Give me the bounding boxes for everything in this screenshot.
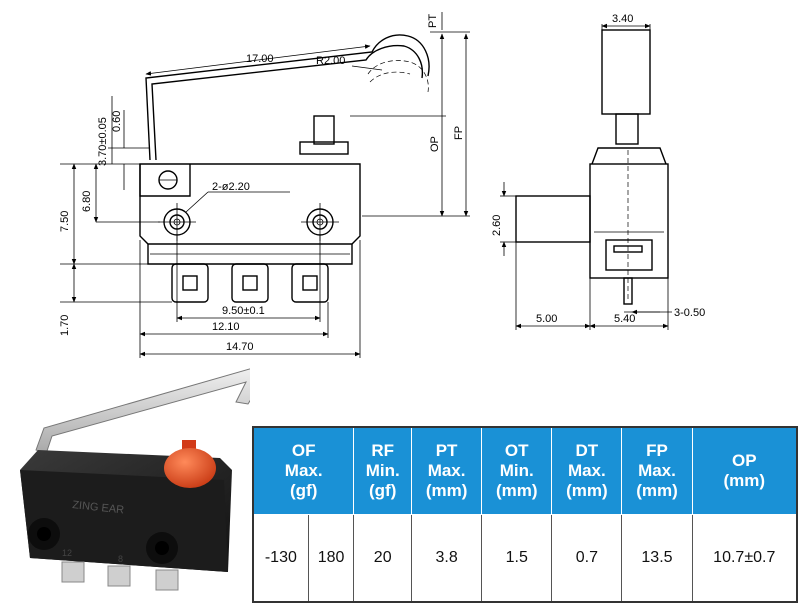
technical-drawing: 17.00 R2.00 PT OP FP 7.50 6.80 3.70±0.05… xyxy=(59,12,705,358)
dim-fp: FP xyxy=(453,126,465,140)
cell-op: 10.7±0.7 xyxy=(691,514,798,603)
dim-12-10: 12.10 xyxy=(212,321,240,333)
cell-of-a: -130 xyxy=(252,514,309,603)
lever-photo xyxy=(35,368,250,455)
dim-1-70: 1.70 xyxy=(59,315,71,336)
lever-end xyxy=(601,29,651,115)
product-photo: ZING EAR 12 8 xyxy=(20,368,250,591)
side-view: 17.00 R2.00 PT OP FP 7.50 6.80 3.70±0.05… xyxy=(59,12,470,358)
dim-3-0-50: 3-0.50 xyxy=(674,307,705,319)
dim-3-70: 3.70±0.05 xyxy=(97,117,109,166)
lever-arm xyxy=(145,34,430,161)
cell-ot: 1.5 xyxy=(481,514,553,603)
cell-rf: 20 xyxy=(353,514,413,603)
dim-6-80: 6.80 xyxy=(81,191,93,212)
dim-pt: PT xyxy=(427,14,439,28)
mounting-hole-right xyxy=(301,203,339,241)
actuator-photo xyxy=(164,448,216,488)
brand-mark: ZING EAR xyxy=(72,499,125,516)
cell-fp: 13.5 xyxy=(621,514,693,603)
dim-lever-radius: R2.00 xyxy=(316,55,345,67)
side-terminal xyxy=(515,195,591,243)
cell-of-b: 180 xyxy=(307,514,355,603)
svg-text:12: 12 xyxy=(62,548,72,558)
dim-holes: 2-ø2.20 xyxy=(212,181,250,193)
cell-dt: 0.7 xyxy=(551,514,623,603)
dim-5-40: 5.40 xyxy=(614,313,635,325)
end-view: 3.40 2.60 5.00 5.40 3-0.50 xyxy=(491,13,705,330)
svg-text:8: 8 xyxy=(118,554,123,564)
dim-2-60: 2.60 xyxy=(491,215,503,236)
dim-14-70: 14.70 xyxy=(226,341,254,353)
dim-pitch: 9.50±0.1 xyxy=(222,305,265,317)
cell-pt: 3.8 xyxy=(411,514,483,603)
mounting-hole-left xyxy=(158,203,196,241)
table-row: -130 180 20 3.8 1.5 0.7 13.5 10.7±0.7 xyxy=(252,514,798,603)
terminals xyxy=(171,263,329,303)
dim-3-40: 3.40 xyxy=(612,13,633,25)
dim-lever-length: 17.00 xyxy=(246,53,274,65)
dim-0-60: 0.60 xyxy=(111,111,123,132)
dim-op: OP xyxy=(429,136,441,152)
switch-body xyxy=(139,163,361,245)
body-end xyxy=(589,163,669,279)
dim-7-50: 7.50 xyxy=(59,211,71,232)
plunger xyxy=(313,115,335,145)
header-op: OP(mm) xyxy=(691,426,798,515)
dim-5-00: 5.00 xyxy=(536,313,557,325)
